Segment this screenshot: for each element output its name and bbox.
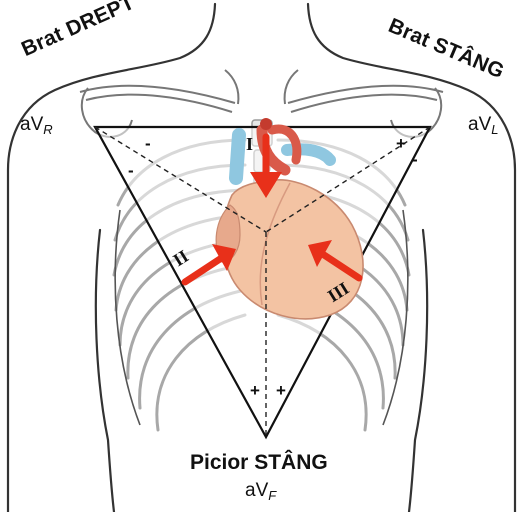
avr-label: aVR <box>20 114 53 137</box>
sign-plus-right-top: + <box>396 134 406 154</box>
avl-main: aV <box>468 114 491 135</box>
avf-sub: F <box>268 488 276 503</box>
avf-label: aVF <box>245 480 276 503</box>
left-leg-label: Picior STÂNG <box>190 451 328 475</box>
avr-main: aV <box>20 114 43 135</box>
sign-plus-bottom-left: + <box>250 381 260 401</box>
lead-1-numeral: I <box>246 134 253 155</box>
avf-main: aV <box>245 480 268 501</box>
sign-minus-left-top: - <box>145 134 151 154</box>
vessel-top <box>260 118 272 130</box>
sign-minus-left-bottom: - <box>128 161 134 181</box>
avl-sub: L <box>491 122 498 137</box>
sign-minus-right-bottom: - <box>412 150 418 170</box>
sign-plus-bottom-right: + <box>276 381 286 401</box>
avl-label: aVL <box>468 114 498 137</box>
avr-sub: R <box>43 122 52 137</box>
